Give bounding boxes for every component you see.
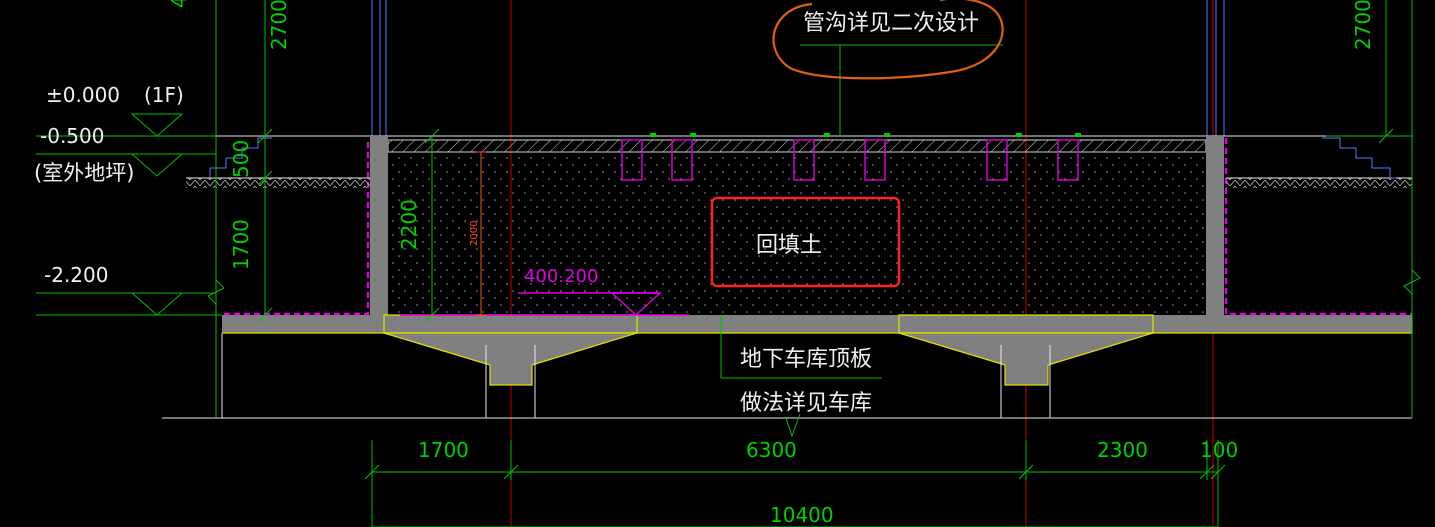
upper-walls <box>371 0 1225 136</box>
left-vertical-dims <box>36 0 273 418</box>
right-retaining-wall <box>1206 136 1224 316</box>
level-000: ±0.000 <box>46 83 120 107</box>
outdoor-grade-right <box>1226 137 1412 188</box>
trench-walls <box>621 139 1079 181</box>
inner-vertical-dims <box>424 128 486 323</box>
dim-h-1700: 1700 <box>418 438 469 462</box>
outdoor-grade-label: (室外地坪) <box>34 161 134 185</box>
dim-v-1700: 1700 <box>229 219 253 270</box>
column-capital-right <box>898 332 1154 386</box>
level-050: -0.500 <box>40 124 104 148</box>
dim-h-100: 100 <box>1200 438 1238 462</box>
level-1f: (1F) <box>144 83 184 107</box>
left-retaining-wall <box>370 136 388 316</box>
roof-slab-label: 地下车库顶板 <box>740 347 872 372</box>
backfill-highlight-box <box>710 196 901 288</box>
pipe-trench-note: 管沟详见二次设计 <box>803 11 979 36</box>
roof-slab-note: 做法详见车库 <box>740 391 872 416</box>
dim-h-2300: 2300 <box>1097 438 1148 462</box>
level-markers <box>130 113 184 316</box>
horizontal-dims <box>364 440 1226 527</box>
right-vertical-dims <box>1326 0 1421 418</box>
backfill-label: 回填土 <box>756 233 822 258</box>
dim-h-6300: 6300 <box>746 438 797 462</box>
inner-level-label: 400.200 <box>524 266 598 287</box>
dim-v-2200: 2200 <box>397 199 421 250</box>
trench-note-leader <box>800 44 1003 136</box>
dim-v-2700-left: 2700 <box>267 0 291 50</box>
inner-level-marker <box>518 292 662 316</box>
revision-cloud <box>772 0 1004 80</box>
outdoor-grade-left <box>186 137 370 188</box>
trench-markers <box>650 133 1081 137</box>
roof-slab-leader <box>720 315 882 438</box>
dim-v-2000: 2000 <box>469 221 480 246</box>
backfill-soil-area <box>388 152 1206 315</box>
column-capital-left <box>383 332 638 386</box>
waterproofing-layer <box>224 138 1412 316</box>
top-slab <box>387 139 1207 153</box>
dim-top-clip: 4 <box>167 0 191 8</box>
dim-h-total: 10400 <box>770 503 834 527</box>
dim-v-500: 500 <box>229 140 253 178</box>
dim-v-2700-right: 2700 <box>1351 0 1375 50</box>
columns <box>485 345 1051 418</box>
garage-roof-slab <box>222 315 1412 333</box>
level-220: -2.200 <box>44 263 108 287</box>
